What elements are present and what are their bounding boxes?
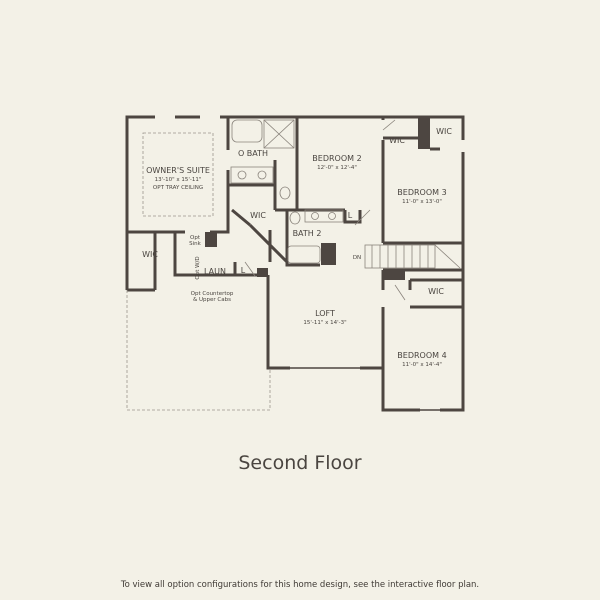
- room-label-loft: LOFT: [315, 309, 335, 318]
- fixtures: [230, 119, 406, 301]
- room-size-owners-suite: 13'-10" x 15'-11": [155, 177, 202, 183]
- room-label-bedroom2: BEDROOM 2: [312, 154, 361, 163]
- room-label-bath2: BATH 2: [293, 229, 322, 238]
- footer-note: To view all option configurations for th…: [120, 580, 480, 590]
- room-label-linen1: L: [241, 266, 246, 275]
- room-label-laun: LAUN: [204, 267, 226, 276]
- walls: [125, 115, 465, 412]
- floor-title: Second Floor: [238, 452, 362, 474]
- room-note-owners-suite: OPT TRAY CEILING: [153, 185, 203, 191]
- annotation-opt-sink-2: Sink: [189, 241, 202, 247]
- garage-outline: [126, 290, 271, 411]
- windows: [290, 367, 440, 411]
- room-size-bedroom3: 11'-0" x 13'-0": [402, 199, 442, 205]
- room-label-wic-owner: WIC: [142, 250, 158, 259]
- room-label-wic-center: WIC: [250, 211, 266, 220]
- room-label-bedroom3: BEDROOM 3: [397, 188, 446, 197]
- room-label-wic-bed3: WIC: [436, 127, 452, 136]
- room-label-owners-suite: OWNER'S SUITE: [146, 166, 210, 175]
- tray-ceiling-outline: [142, 132, 214, 217]
- room-size-bedroom4: 11'-0" x 14'-4": [402, 362, 442, 368]
- room-size-loft: 15'-11" x 14'-3": [303, 320, 346, 326]
- annotation-opt-counter-1: Opt Countertop: [191, 291, 234, 297]
- room-label-o-bath: O BATH: [238, 149, 268, 158]
- annotation-opt-counter-2: & Upper Cabs: [193, 297, 231, 303]
- room-size-bedroom2: 12'-0" x 12'-4": [317, 165, 357, 171]
- room-label-bedroom4: BEDROOM 4: [397, 351, 446, 360]
- stairs: [364, 244, 461, 269]
- room-label-wic-bed2: WIC: [389, 136, 405, 145]
- room-label-wic-bed4: WIC: [428, 287, 444, 296]
- stairs-down-label: DN: [353, 255, 361, 261]
- room-label-linen2: L: [348, 211, 353, 220]
- annotation-opt-sink-1: Opt: [190, 235, 201, 241]
- annotation-opt-wd: Opt W/D: [195, 256, 201, 279]
